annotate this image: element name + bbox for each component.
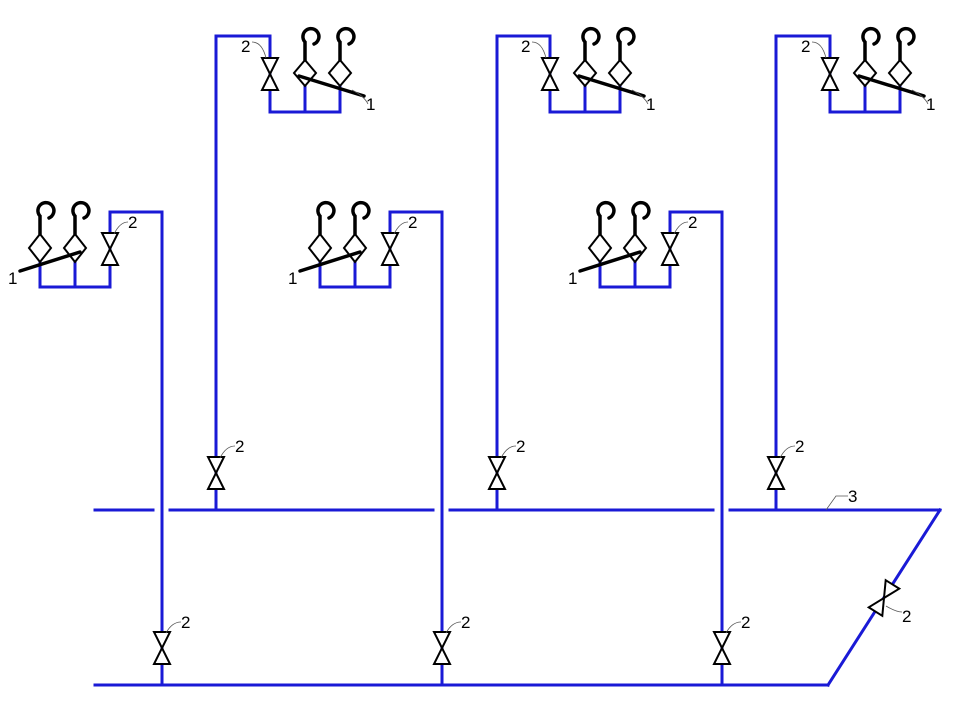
hook-icon: [36, 200, 56, 236]
hook-icon: [596, 200, 616, 236]
hook-icon: [336, 26, 356, 62]
header-label: 3: [848, 487, 857, 506]
valve-icon: [766, 456, 786, 490]
sensor-label: 1: [926, 95, 935, 114]
labels: 2 2 2 2 2 2 2 2 2 2 2 2 2 1 1 1 1 1 1 3: [8, 37, 935, 632]
hook-icon: [896, 26, 916, 62]
hook-icon: [316, 200, 336, 236]
fixture-group-mid-a: [18, 200, 91, 273]
diamond-fixture-icon: [572, 58, 598, 88]
valve-icon: [100, 232, 120, 266]
valve-icon: [487, 456, 507, 490]
sensor-rod-icon: [578, 250, 642, 273]
valve-label: 2: [461, 613, 470, 632]
diamond-fixture-icon: [887, 58, 913, 88]
sensor-rod-icon: [577, 74, 646, 98]
sensor-rod-icon: [297, 74, 366, 98]
valve-label: 2: [741, 613, 750, 632]
hook-icon: [301, 26, 321, 62]
diamond-fixture-icon: [292, 58, 318, 88]
fixture-group-mid-c: [578, 200, 651, 273]
short-riser-a: [38, 210, 164, 687]
valve-icon: [152, 631, 172, 665]
fixture-group-mid-b: [298, 200, 371, 273]
valve-label: 2: [521, 37, 530, 56]
leader-lines: [113, 41, 929, 634]
hook-icon: [616, 26, 636, 62]
hook-icon: [351, 200, 371, 236]
valve-icon: [380, 232, 400, 266]
diamond-fixture-icon: [327, 58, 353, 88]
sensor-label: 1: [8, 269, 17, 288]
valve-icon: [206, 456, 226, 490]
fixture-group-top-a: [292, 26, 366, 98]
sensor-rod-icon: [298, 250, 362, 273]
valve-icon: [660, 232, 680, 266]
fixture-group-top-b: [572, 26, 646, 98]
valve-label: 2: [128, 213, 137, 232]
valve-icon: [820, 57, 840, 91]
valve-label: 2: [516, 437, 525, 456]
valve-icon: [432, 631, 452, 665]
sensor-rod-icon: [857, 74, 926, 98]
diamond-fixture-icon: [852, 58, 878, 88]
diamond-fixture-icon: [607, 58, 633, 88]
valve-label: 2: [235, 437, 244, 456]
sensor-label: 1: [288, 269, 297, 288]
valve-label: 2: [795, 437, 804, 456]
valve-label: 2: [801, 37, 810, 56]
sensor-label: 1: [568, 269, 577, 288]
valve-label: 2: [902, 607, 911, 626]
valve-icon: [712, 631, 732, 665]
valve-label: 2: [181, 613, 190, 632]
hook-icon: [71, 200, 91, 236]
valve-label: 2: [408, 213, 417, 232]
valve-icon: [260, 57, 280, 91]
diamond-fixture-icon: [307, 232, 333, 264]
valve-label: 2: [241, 37, 250, 56]
sensor-label: 1: [366, 95, 375, 114]
diamond-fixture-icon: [587, 232, 613, 264]
hook-icon: [861, 26, 881, 62]
sensor-rod-icon: [18, 250, 82, 273]
main-header-lines: [93, 507, 943, 688]
hook-icon: [581, 26, 601, 62]
short-riser-b: [318, 210, 444, 687]
hook-icon: [631, 200, 651, 236]
fixture-group-top-c: [852, 26, 926, 98]
diagonal-valve-icon: [866, 578, 902, 618]
sensor-label: 1: [646, 95, 655, 114]
diamond-fixture-icon: [27, 232, 53, 264]
valve-label: 2: [688, 213, 697, 232]
valve-icon: [540, 57, 560, 91]
short-riser-c: [598, 210, 724, 687]
